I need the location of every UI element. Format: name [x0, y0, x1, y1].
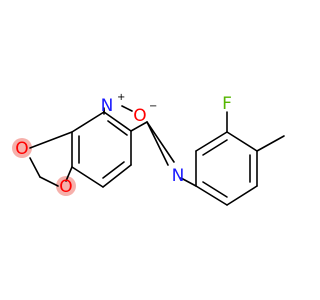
molecule-diagram: N + O − N F O O [12, 92, 285, 206]
atom-nitro-o: O [133, 106, 146, 126]
bond-nitro-n-o [121, 105, 133, 112]
highlight-o-top [12, 138, 32, 158]
bond-a1-a2 [71, 111, 105, 133]
bond-b5-b6 [226, 185, 258, 206]
charge-nitro-o: − [149, 101, 157, 112]
structure-svg: N + O − N F O O [12, 92, 285, 206]
atom-ring-o-bottom: O [59, 177, 72, 197]
bond-b6-b1 [195, 185, 228, 206]
atom-imine-n: N [172, 166, 185, 186]
bond-obottom-a6 [65, 166, 73, 182]
bond-a2-a3 [103, 111, 132, 132]
bond-b2-b3 [195, 131, 228, 152]
bond-ch2-obottom [39, 176, 59, 187]
bond-a5-a6 [71, 166, 104, 188]
atom-ring-o-top: O [15, 139, 28, 159]
bond-a4-a5 [102, 164, 132, 188]
bond-a3-a3-dbl [107, 120, 128, 136]
bond-b2-b3-dbl [202, 139, 228, 156]
highlight-o-bottom [56, 176, 76, 196]
bond-a1-otop [29, 131, 73, 149]
bond-a4-a5-dbl [102, 161, 125, 179]
bond-a3-ch [130, 121, 148, 132]
bond-otop-ch2 [29, 157, 41, 178]
bond-b6-b1-dbl [202, 181, 228, 198]
bond-ch-n-dbl [146, 121, 169, 166]
bond-b4-methyl [256, 135, 285, 152]
bond-b3-b4 [226, 131, 258, 152]
charge-nitro-n: + [117, 92, 125, 103]
bond-n-b1 [180, 177, 197, 187]
atom-fluorine: F [222, 94, 232, 114]
atom-nitro-n: N [101, 96, 114, 116]
bond-ch-n [146, 121, 175, 163]
